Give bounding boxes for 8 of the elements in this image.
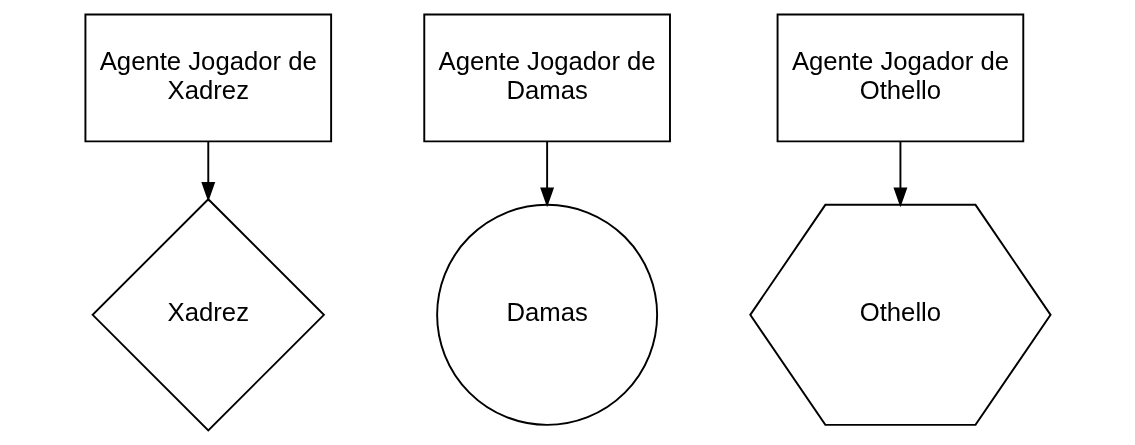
node-diamond: Xadrez <box>90 197 325 432</box>
node-circle: Damas <box>435 203 658 426</box>
node-box: Agente Jogador de Damas <box>422 13 671 143</box>
arrow <box>539 140 554 208</box>
arrow <box>200 140 215 202</box>
node-box: Agente Jogador de Othello <box>776 13 1024 143</box>
arrow <box>892 140 907 208</box>
node-box: Agente Jogador de Xadrez <box>83 13 332 143</box>
